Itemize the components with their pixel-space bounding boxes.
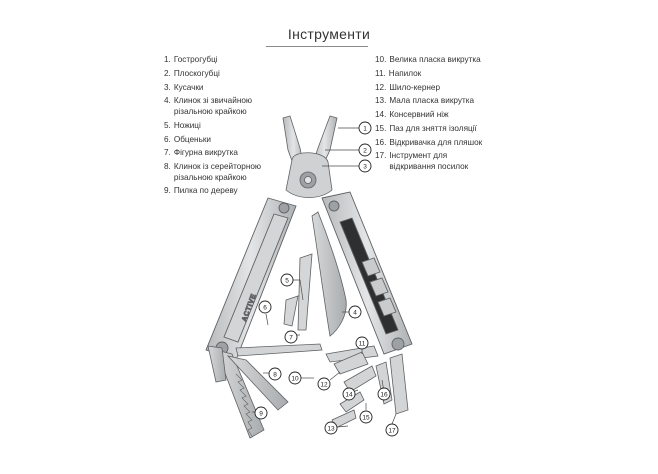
- callout-12: 12: [317, 377, 331, 391]
- callout-14: 14: [342, 387, 356, 401]
- legend-number: 12.: [375, 82, 387, 92]
- main-blade: [311, 211, 347, 337]
- legend-label: Мала пласка викрутка: [389, 96, 475, 106]
- legend-item: 3.Кусачки: [164, 83, 276, 94]
- diagram-title: Інструменти: [287, 26, 371, 42]
- legend-number: 5.: [164, 120, 171, 130]
- legend-item: 13.Мала пласка викрутка: [375, 96, 493, 107]
- legend-item: 11.Напилок: [375, 69, 493, 80]
- legend-item: 4.Клинок зі звичайною різальною крайкою: [164, 96, 276, 117]
- legend-number: 10.: [375, 55, 387, 64]
- legend-number: 16.: [375, 137, 387, 147]
- legend-item: 15.Паз для зняття ізоляції: [375, 124, 493, 135]
- callout-15: 15: [359, 410, 373, 424]
- legend-label: Шило-кернер: [389, 82, 441, 92]
- legend-item: 5.Ножиці: [164, 121, 276, 132]
- legend-number: 2.: [164, 68, 171, 78]
- legend-item: 16.Відкривачка для пляшок: [375, 138, 493, 149]
- legend-number: 17.: [375, 151, 387, 161]
- legend-label: Клинок зі звичайною різальною крайкою: [173, 96, 253, 116]
- legend-label: Фігурна викрутка: [173, 148, 238, 158]
- callout-7: 7: [284, 330, 298, 344]
- svg-text:16: 16: [380, 391, 388, 398]
- legend-label: Кусачки: [173, 82, 204, 92]
- svg-text:13: 13: [327, 425, 335, 432]
- svg-text:7: 7: [289, 334, 293, 341]
- legend-item: 7.Фігурна викрутка: [164, 148, 276, 159]
- callout-9: 9: [254, 406, 268, 420]
- callout-markers: 1 2 3 4 5 6 7 8 9 10 11 12 13 14 15 16 1…: [254, 121, 399, 437]
- svg-text:1: 1: [363, 125, 367, 132]
- callout-10: 10: [288, 371, 302, 385]
- legend-number: 15.: [375, 123, 387, 133]
- svg-text:10: 10: [291, 375, 299, 382]
- legend-label: Плоскогубці: [173, 68, 220, 78]
- legend-item: 14.Консервний ніж: [375, 110, 493, 121]
- svg-text:8: 8: [273, 371, 277, 378]
- legend-label: Пилка по дереву: [173, 186, 238, 196]
- legend-label: Паз для зняття ізоляції: [389, 123, 477, 133]
- right-handle: [321, 191, 413, 355]
- legend-number: 7.: [164, 148, 171, 158]
- callout-8: 8: [268, 367, 282, 381]
- legend-item: 10.Велика пласка викрутка: [375, 55, 493, 66]
- legend-number: 11.: [375, 68, 386, 78]
- svg-text:5: 5: [285, 277, 289, 284]
- callout-2: 2: [358, 143, 372, 157]
- callout-3: 3: [358, 159, 372, 173]
- callout-1: 1: [358, 121, 372, 135]
- callout-16: 16: [377, 387, 391, 401]
- svg-text:15: 15: [362, 414, 370, 421]
- legend-label: Гострогубці: [173, 55, 218, 64]
- legend-item: 6.Обценьки: [164, 135, 276, 146]
- legend-label: Напилок: [388, 68, 422, 78]
- legend-label: Клинок із серейторною різальною крайкою: [173, 162, 262, 182]
- legend-number: 8.: [164, 162, 171, 172]
- legend-label: Обценьки: [173, 134, 211, 144]
- legend-number: 13.: [375, 96, 387, 106]
- legend-label: Ножиці: [173, 120, 201, 130]
- legend-number: 1.: [164, 55, 171, 64]
- legend-label: Відкривачка для пляшок: [389, 137, 483, 147]
- svg-text:4: 4: [353, 309, 357, 316]
- callout-4: 4: [348, 305, 362, 319]
- legend-label: Консервний ніж: [389, 110, 449, 120]
- title-underline: [266, 46, 368, 47]
- callout-13: 13: [324, 421, 338, 435]
- legend-item: 2.Плоскогубці: [164, 69, 276, 80]
- callout-6: 6: [258, 300, 272, 314]
- svg-text:6: 6: [263, 304, 267, 311]
- legend-number: 3.: [164, 82, 171, 92]
- callout-11: 11: [355, 336, 369, 350]
- legend-item: 8.Клинок із серейторною різальною крайко…: [164, 162, 276, 183]
- scissors: [283, 253, 313, 331]
- svg-text:9: 9: [259, 410, 263, 417]
- callout-17: 17: [385, 423, 399, 437]
- legend-label: Велика пласка викрутка: [389, 55, 481, 64]
- legend-number: 6.: [164, 134, 171, 144]
- legend-item: 1.Гострогубці: [164, 55, 276, 66]
- svg-text:2: 2: [363, 147, 367, 154]
- svg-text:12: 12: [320, 381, 328, 388]
- legend-label: Інструмент для відкривання посилок: [389, 151, 469, 172]
- legend-item: 17.Інструмент для відкривання посилок: [375, 151, 493, 172]
- svg-text:14: 14: [345, 391, 353, 398]
- legend-number: 4.: [164, 96, 171, 106]
- legend-number: 9.: [164, 186, 171, 196]
- pliers-jaws: [282, 115, 338, 198]
- legend-item: 9.Пилка по дереву: [164, 186, 276, 197]
- svg-text:11: 11: [359, 340, 366, 347]
- svg-text:17: 17: [388, 427, 396, 434]
- svg-text:3: 3: [363, 163, 367, 170]
- callout-5: 5: [280, 273, 294, 287]
- saw-blade: [207, 345, 289, 439]
- saw-teeth: [235, 373, 253, 437]
- legend-number: 14.: [375, 110, 387, 120]
- legend-item: 12.Шило-кернер: [375, 83, 493, 94]
